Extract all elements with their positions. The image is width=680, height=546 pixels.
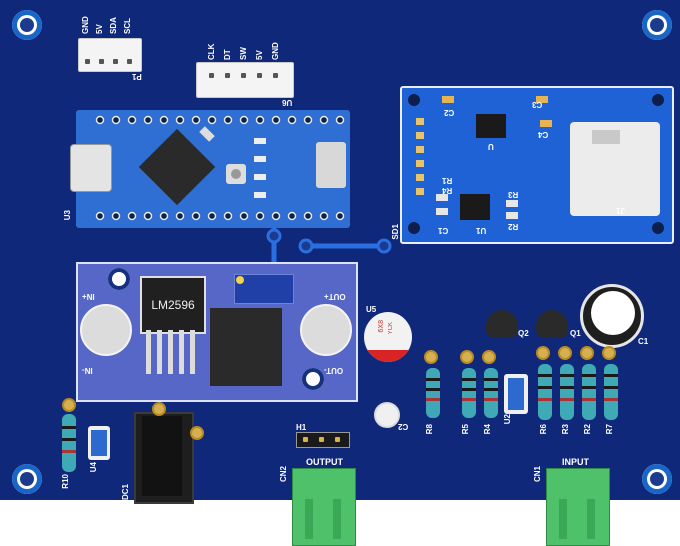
- transistor-q1: [536, 310, 568, 338]
- via: [298, 238, 314, 254]
- ref-c2-board: C2: [398, 422, 409, 431]
- capacitor-u5: 6X8 YCK: [364, 312, 412, 362]
- header-u6: [196, 62, 294, 98]
- dc-barrel-jack: [134, 412, 194, 504]
- ref-r3-board: R3: [561, 424, 570, 435]
- cap-brand: YCK: [388, 322, 394, 335]
- ref-u3: U3: [63, 210, 72, 221]
- mounting-hole-top-left: [12, 10, 42, 40]
- sd-card-module: C3 C2 C4 U R1 R4 R3 R2 U1 C1 J1: [400, 86, 674, 244]
- capacitor-c1: [580, 284, 644, 348]
- ref-r5: R5: [461, 424, 470, 435]
- potentiometer: [234, 274, 294, 304]
- reset-button: [226, 164, 246, 184]
- ref-c4: C4: [538, 130, 549, 139]
- cap-value: 6X8: [378, 320, 385, 333]
- lm2596-buck-module: LM2596 IN+ IN- OUT+ OUT-: [76, 262, 358, 402]
- ref-r8: R8: [425, 424, 434, 435]
- resistor-r3: [560, 364, 574, 420]
- pin-label-5v: 5V: [95, 24, 104, 34]
- output-terminal-block: [292, 468, 356, 546]
- label-out-plus: OUT+: [324, 292, 346, 301]
- ref-dc1: DC1: [121, 484, 130, 501]
- label-out-minus: OUT-: [324, 366, 344, 375]
- ref-r10: R10: [61, 474, 70, 489]
- resistor-r2: [582, 364, 596, 420]
- pin-label-sw: SW: [239, 47, 248, 60]
- ref-c1-board: C1: [638, 337, 649, 346]
- ref-r6: R6: [539, 424, 548, 435]
- ref-u2: U2: [503, 414, 512, 425]
- arduino-nano-module: [70, 110, 350, 228]
- sd-pin-header: [416, 118, 424, 198]
- ref-r4: R4: [442, 186, 453, 195]
- pin-label-dt: DT: [223, 49, 232, 60]
- inductor: [210, 308, 282, 386]
- via: [376, 238, 392, 254]
- icsp-header: [316, 142, 346, 188]
- ref-q2: Q2: [518, 329, 529, 338]
- pin-label-5v: 5V: [255, 50, 264, 60]
- ref-r3: R3: [508, 190, 519, 199]
- via: [266, 228, 282, 244]
- ref-cn2: CN2: [279, 466, 288, 483]
- transistor-q2: [486, 310, 518, 338]
- jumper-h1: [296, 432, 350, 448]
- ref-u5: U5: [366, 305, 377, 314]
- ref-u6: U6: [282, 98, 293, 107]
- ref-r2: R2: [508, 222, 519, 231]
- mounting-hole-top-right: [642, 10, 672, 40]
- capacitor-c2: [374, 402, 400, 428]
- resistor-r6: [538, 364, 552, 420]
- mounting-hole-bottom-left: [12, 464, 42, 494]
- ref-r1: R1: [442, 176, 453, 185]
- ref-u4: U4: [89, 462, 98, 473]
- input-label: INPUT: [562, 457, 589, 467]
- ref-p1: P1: [132, 72, 142, 81]
- pin-label-gnd: GND: [81, 16, 90, 34]
- resistor-r7: [604, 364, 618, 420]
- sd-card-slot: [570, 122, 660, 216]
- diode-u4: [88, 426, 110, 460]
- ref-r2-board: R2: [583, 424, 592, 435]
- resistor-r4: [484, 368, 498, 418]
- input-capacitor: [80, 304, 132, 356]
- input-terminal-block: [546, 468, 610, 546]
- ref-c3: C3: [532, 100, 543, 109]
- ref-c2: C2: [444, 108, 455, 117]
- label-in-minus: IN-: [82, 366, 93, 375]
- ref-u: U: [488, 142, 494, 151]
- usb-c-connector: [70, 144, 112, 192]
- output-label: OUTPUT: [306, 457, 343, 467]
- ref-u1: U1: [476, 226, 487, 235]
- output-capacitor: [300, 304, 352, 356]
- chip-label: LM2596: [151, 298, 195, 312]
- pin-label-scl: SCL: [123, 18, 132, 34]
- resistor-r5: [462, 368, 476, 418]
- ref-j1: J1: [616, 206, 625, 215]
- nano-pins: [95, 115, 345, 221]
- resistor-r10: [62, 414, 76, 472]
- label-in-plus: IN+: [82, 292, 95, 301]
- regulator-chip: [476, 114, 506, 138]
- ref-r4-board: R4: [483, 424, 492, 435]
- mounting-hole-bottom-right: [642, 464, 672, 494]
- ref-cn1: CN1: [533, 466, 542, 483]
- ref-sd1: SD1: [391, 224, 400, 240]
- lm2596-chip: LM2596: [140, 276, 206, 334]
- ref-r7: R7: [605, 424, 614, 435]
- pin-label-clk: CLK: [207, 43, 216, 60]
- ref-q1: Q1: [570, 329, 581, 338]
- resistor-r8: [426, 368, 440, 418]
- ref-c1: C1: [438, 226, 449, 235]
- diode-u2: [504, 374, 528, 414]
- pin-label-sda: SDA: [109, 17, 118, 34]
- ref-h1: H1: [296, 423, 307, 432]
- buffer-chip-u1: [460, 194, 490, 220]
- header-p1: [78, 38, 142, 72]
- pin-label-gnd: GND: [271, 42, 280, 60]
- trace-sd: [303, 240, 387, 249]
